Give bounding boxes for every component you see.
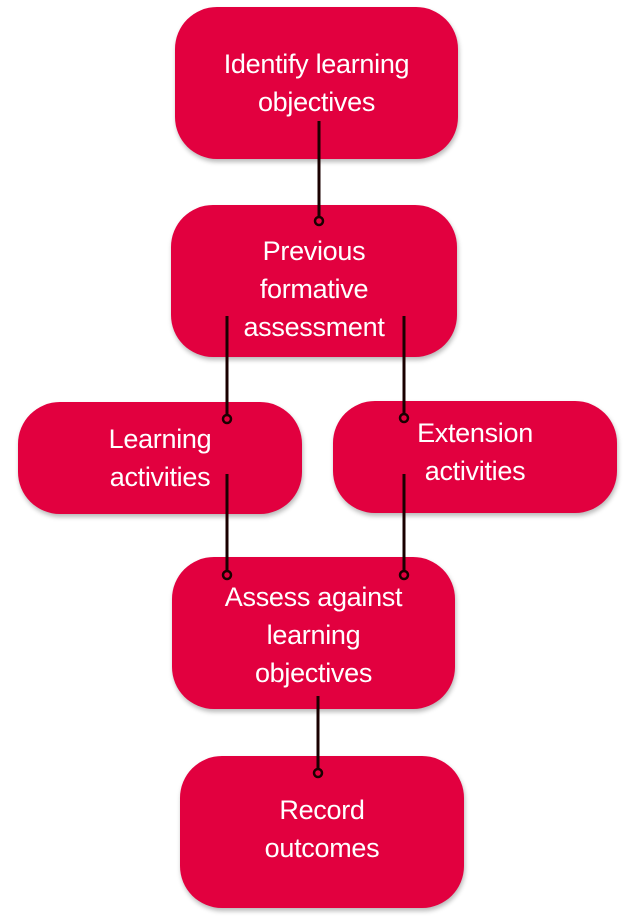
node-learning-activities: Learning activities [18, 402, 302, 514]
node-assess-against-learning-objectives: Assess against learning objectives [172, 557, 455, 709]
node-record-outcomes: Record outcomes [180, 756, 464, 908]
node-label: Extension activities [417, 418, 533, 486]
node-label: Assess against learning objectives [224, 582, 403, 688]
node-label: Identify learning objectives [223, 49, 410, 117]
node-label: Learning activities [108, 424, 212, 492]
node-label: Previous formative assessment [243, 236, 385, 342]
node-label: Record outcomes [264, 795, 380, 863]
node-previous-formative-assessment: Previous formative assessment [171, 205, 457, 357]
node-identify-learning-objectives: Identify learning objectives [175, 7, 458, 159]
node-extension-activities: Extension activities [333, 401, 617, 513]
